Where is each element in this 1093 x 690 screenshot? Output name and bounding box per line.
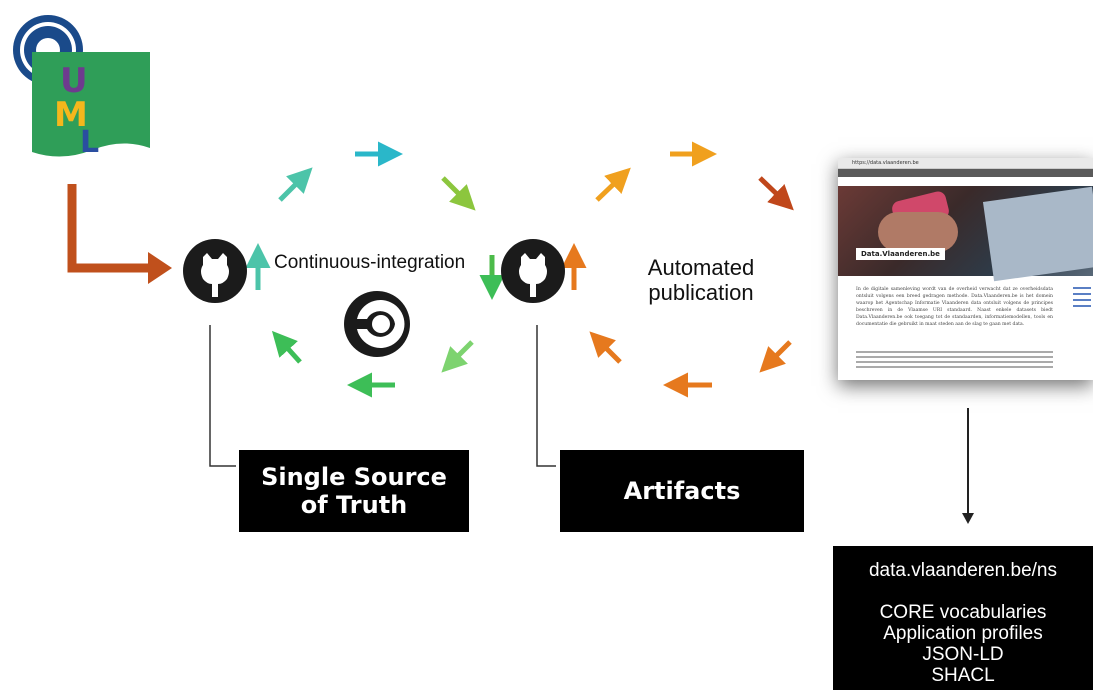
namespace-url: data.vlaanderen.be/ns [868, 560, 1058, 581]
artifacts-label: Artifacts [623, 477, 741, 505]
uml-icon: U M L [32, 52, 150, 164]
output-item: JSON-LD [922, 644, 1004, 665]
publication-label-line2: publication [648, 280, 754, 305]
browser-bookmarks [838, 169, 1093, 177]
artifacts-box: Artifacts [560, 450, 804, 532]
site-banner: Data.Vlaanderen.be [856, 248, 945, 260]
website-screenshot: https://data.vlaanderen.be Data.Vlaander… [838, 158, 1093, 380]
hand-shape [878, 212, 958, 252]
output-items: CORE vocabularies Application profiles J… [833, 602, 1093, 686]
ci-label: Continuous-integration [274, 252, 466, 273]
github-icon [501, 239, 565, 303]
circleci-icon [343, 290, 411, 358]
svg-text:U: U [60, 61, 88, 101]
tablet-shape [982, 186, 1093, 282]
publication-label: Automated publication [626, 255, 776, 305]
site-text-lines [838, 346, 1093, 368]
output-box: data.vlaanderen.be/ns CORE vocabularies … [833, 546, 1093, 690]
browser-toolbar: https://data.vlaanderen.be [838, 158, 1093, 169]
ssot-line1: Single Source [261, 463, 447, 491]
browser-address: https://data.vlaanderen.be [852, 160, 919, 166]
site-hero: Data.Vlaanderen.be [838, 186, 1093, 282]
output-item: SHACL [931, 665, 995, 686]
output-item: CORE vocabularies [879, 602, 1047, 623]
site-intro: In de digitale samenleving wordt van de … [856, 287, 1053, 327]
publication-label-line1: Automated [647, 255, 755, 280]
ssot-line2: of Truth [300, 491, 408, 519]
input-arrow [67, 184, 172, 284]
github-icon [183, 239, 247, 303]
single-source-of-truth-box: Single Source of Truth [239, 450, 469, 532]
svg-text:L: L [80, 125, 99, 160]
site-sidebar [1071, 283, 1093, 343]
output-item: Application profiles [883, 623, 1043, 644]
svg-text:M: M [54, 95, 88, 135]
